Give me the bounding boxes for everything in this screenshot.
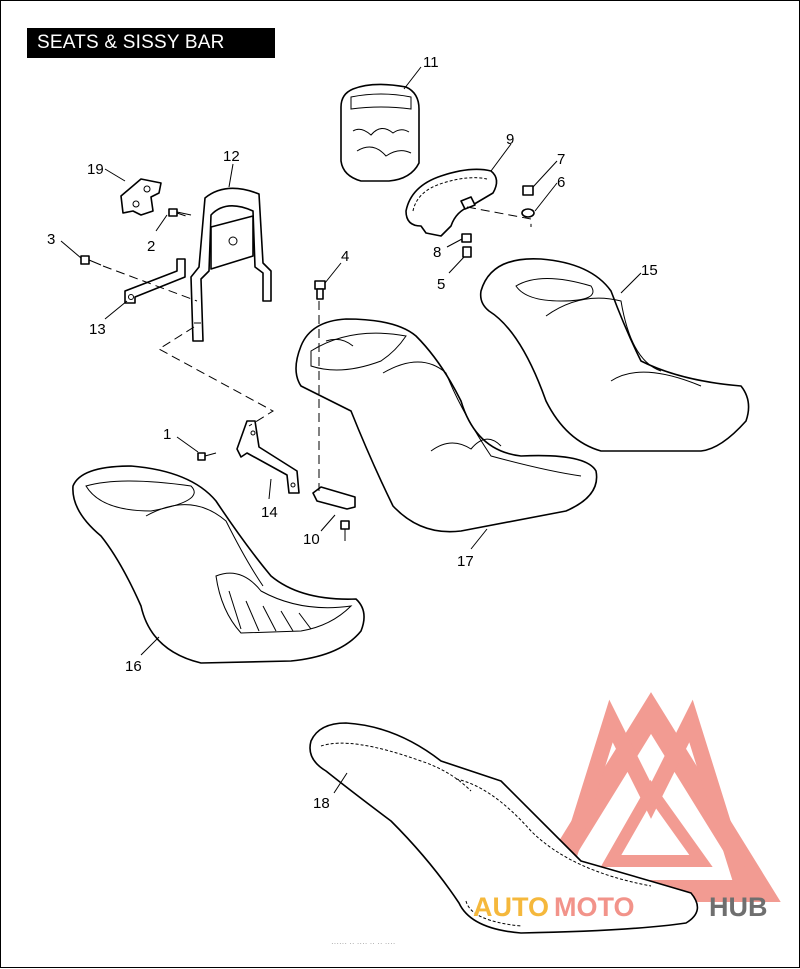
callout-5: 5	[437, 276, 445, 293]
part-8-nut	[461, 233, 472, 243]
watermark-auto: AUTO	[473, 892, 549, 922]
watermark-text: AUTO MOTO HUB	[473, 892, 768, 922]
part-13-bracket	[124, 258, 186, 304]
watermark-triangle-inner	[600, 779, 713, 867]
part-12-sissy-bar	[190, 187, 272, 342]
alignment-lines	[102, 206, 532, 491]
callout-8: 8	[433, 244, 441, 261]
part-18-seat	[309, 722, 699, 934]
callout-11: 11	[423, 54, 439, 71]
watermark-hub: HUB	[709, 892, 768, 922]
callout-18: 18	[313, 795, 330, 812]
part-7-nut	[522, 185, 534, 196]
part-17-seat	[295, 318, 598, 533]
part-11-backrest-pad	[340, 83, 420, 182]
callout-17: 17	[457, 553, 474, 570]
footer-text: ······ ·· ···· ·· ·· ····	[331, 939, 395, 948]
callout-3: 3	[47, 231, 55, 248]
callout-4: 4	[341, 248, 349, 265]
callout-6: 6	[557, 174, 565, 191]
callout-2: 2	[147, 238, 155, 255]
callout-19: 19	[87, 161, 104, 178]
part-14-bracket	[236, 420, 300, 494]
part-16-seat	[72, 465, 365, 664]
callout-15: 15	[641, 262, 658, 279]
leader-lines	[60, 66, 642, 794]
part-9-strap	[405, 168, 498, 237]
part-4-screw	[314, 280, 326, 300]
part-2-screw	[168, 208, 192, 217]
callout-9: 9	[506, 131, 514, 148]
part-5-screw	[462, 246, 472, 258]
watermark-moto: MOTO	[554, 892, 635, 922]
callout-16: 16	[125, 658, 142, 675]
part-1-screw	[197, 452, 217, 461]
callout-12: 12	[223, 148, 240, 165]
callout-1: 1	[163, 426, 171, 443]
part-3-screw	[80, 255, 102, 266]
callout-14: 14	[261, 504, 278, 521]
callout-7: 7	[557, 151, 565, 168]
part-10-bracket	[312, 486, 356, 541]
part-19-clip	[120, 178, 162, 216]
part-6-washer	[521, 208, 535, 218]
callout-10: 10	[303, 531, 320, 548]
page-title: SEATS & SISSY BAR	[27, 28, 275, 58]
part-15-seat	[479, 258, 750, 452]
callout-labels: 11 12 19 2 3 13 9 7 6 8 5 4 15 1 14 10 1…	[47, 54, 658, 812]
callout-13: 13	[89, 321, 106, 338]
